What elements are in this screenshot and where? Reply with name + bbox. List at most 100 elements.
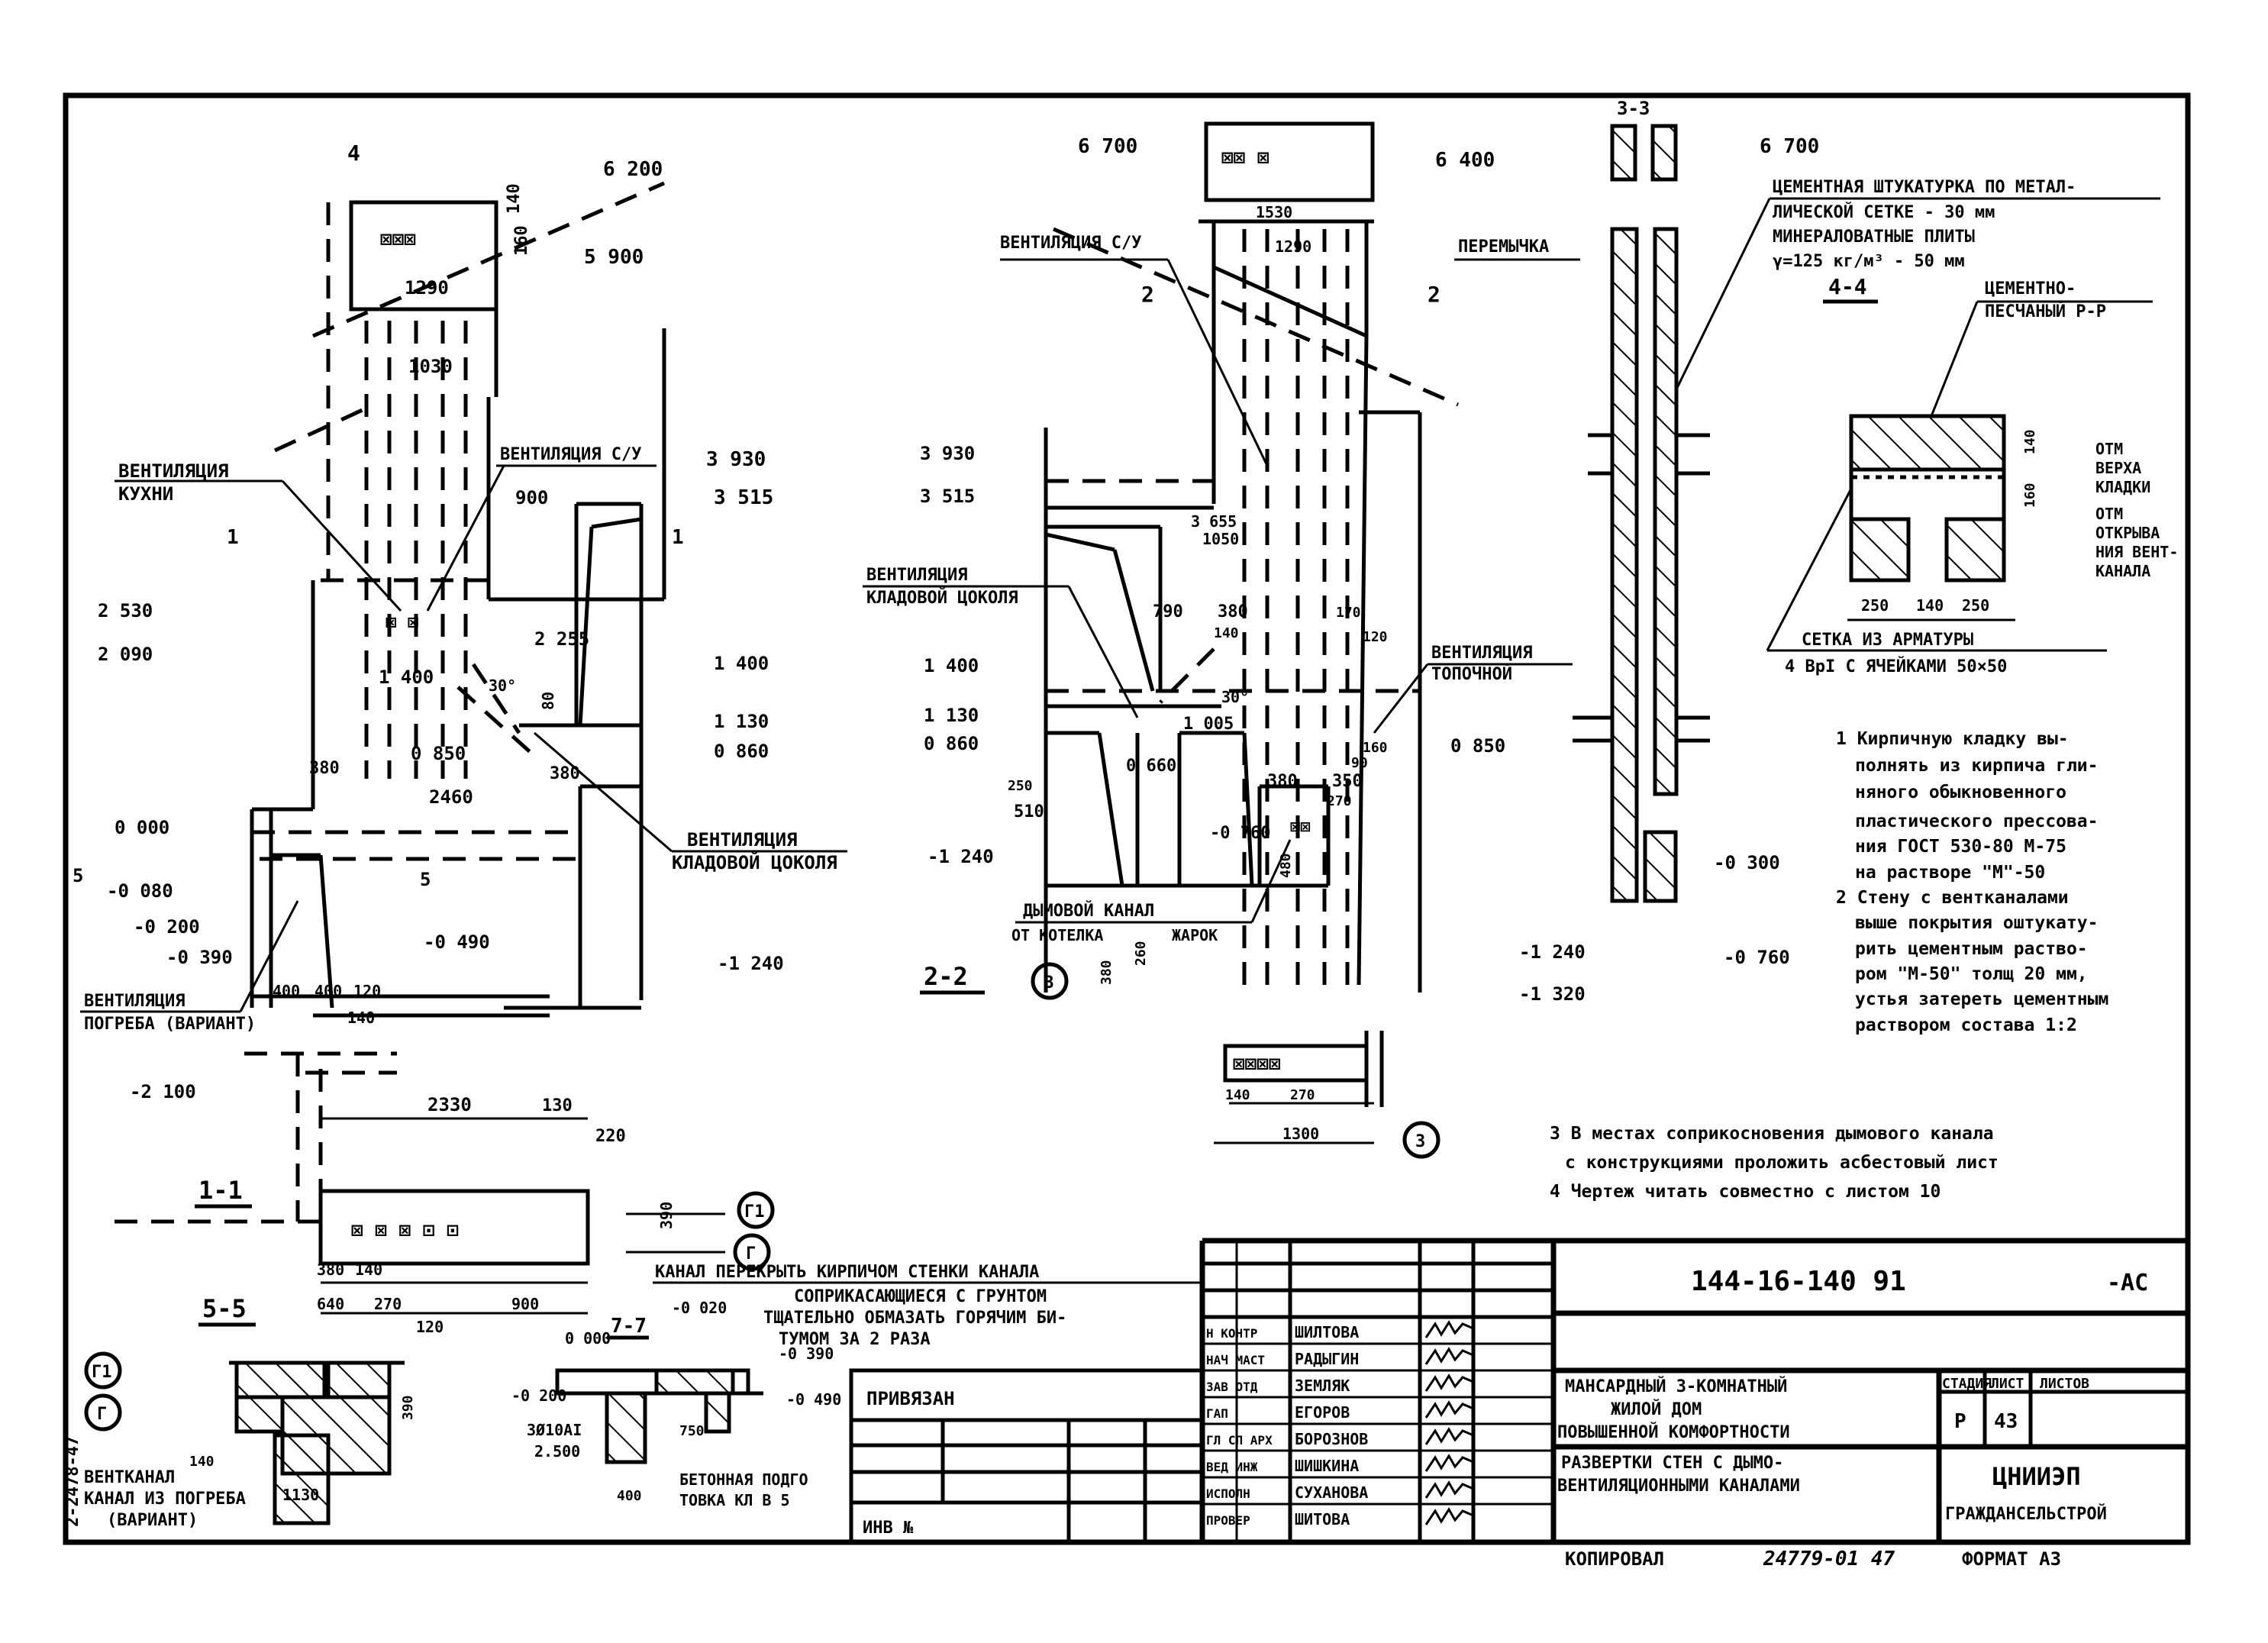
elev-m2100: -2 100 [130, 1081, 196, 1102]
signature-name: ЗЕМЛЯК [1295, 1377, 1350, 1395]
svg-text:380: 380 [1099, 960, 1115, 985]
svg-text:140: 140 [1916, 596, 1944, 615]
note-line: няного обыкновенного [1855, 783, 2066, 802]
section-label-5-5: 5-5 [202, 1294, 247, 1323]
svg-text:160: 160 [2022, 483, 2038, 508]
elev-1130: 1 130 [714, 711, 769, 732]
svg-text:250: 250 [1008, 778, 1033, 794]
axis-3 [1402, 1121, 1440, 1159]
note-line: раствором состава 1:2 [1855, 1015, 2077, 1035]
dim-2330: 2330 [427, 1094, 472, 1115]
section-4-4 [1849, 414, 2006, 583]
svg-text:Г: Г [97, 1405, 107, 1424]
svg-text:⊠ ⊠ ⊠ ⊡ ⊡: ⊠ ⊠ ⊠ ⊡ ⊡ [351, 1219, 459, 1242]
svg-text:270: 270 [1290, 1087, 1315, 1103]
leader-vent-channel-3: (ВАРИАНТ) [107, 1511, 198, 1530]
mark-top-3: КЛАДКИ [2095, 478, 2150, 496]
svg-text:Г: Г [746, 1244, 756, 1264]
svg-text:380: 380 [317, 1260, 344, 1279]
svg-text:120: 120 [416, 1318, 444, 1336]
note-line: полнять из кирпича гли- [1855, 756, 2099, 776]
leader-cement-sand-2: ПЕСЧАНЫЙ Р-Р [1985, 302, 2106, 321]
elev-0850: 0 850 [411, 743, 466, 764]
dim-350: 350 [1332, 772, 1363, 791]
svg-text:480: 480 [1278, 853, 1294, 878]
axis-g [733, 1233, 771, 1271]
leader-mesh-1: СЕТКА ИЗ АРМАТУРЫ [1802, 631, 1973, 650]
note-line: устья затереть цементным [1855, 989, 2108, 1009]
svg-text:-0 490: -0 490 [786, 1390, 841, 1409]
leader-smoke-2: ОТ КОТЕЛКА [1011, 926, 1103, 944]
elev-3515: 3 515 [714, 486, 773, 509]
signature-name: ШИТОВА [1295, 1510, 1350, 1528]
signature-scribble [1424, 1507, 1474, 1525]
signature-scribble [1424, 1320, 1474, 1338]
svg-text:390: 390 [657, 1202, 676, 1229]
svg-text:140: 140 [189, 1454, 215, 1470]
svg-text:30°: 30° [1221, 688, 1249, 706]
elev-mid-3515: 3 515 [920, 486, 975, 507]
svg-text:120: 120 [353, 982, 381, 1000]
elev-1400-a: 1 400 [379, 667, 434, 688]
svg-text:130: 130 [542, 1096, 573, 1115]
leader-cement-sand-1: ЦЕМЕНТНО- [1985, 279, 2076, 299]
bound-label: ПРИВЯЗАН [866, 1388, 955, 1409]
elev-right-m0760: -0 760 [1724, 947, 1790, 968]
project-title-2: ЖИЛОЙ ДОМ [1611, 1399, 1702, 1419]
svg-text:-0 020: -0 020 [672, 1299, 727, 1317]
project-title-1: МАНСАРДНЫЙ 3-КОМНАТНЫЙ [1565, 1377, 1787, 1396]
signature-name: БОРОЗНОВ [1295, 1430, 1368, 1448]
svg-text:380: 380 [1267, 772, 1298, 791]
svg-text:-0 200: -0 200 [511, 1386, 566, 1405]
left-elevation: ⊠⊠⊠ ⊠ ⊠ [115, 181, 666, 1224]
note-line: с конструкциями проложить асбестовый лис… [1565, 1153, 1999, 1173]
leader-plaster-3: МИНЕРАЛОВАТНЫЕ ПЛИТЫ [1773, 228, 1975, 247]
axis-g1 [737, 1191, 775, 1229]
signature-role: НАЧ МАСТ [1206, 1353, 1265, 1367]
signature-scribble [1424, 1454, 1474, 1472]
note-line: выше покрытия оштукату- [1855, 913, 2099, 933]
svg-text:1130: 1130 [282, 1486, 319, 1504]
svg-text:1: 1 [672, 526, 684, 549]
signature-role: ГЛ СП АРХ [1206, 1433, 1273, 1448]
svg-text:⊠⊠⊠: ⊠⊠⊠ [380, 228, 416, 251]
svg-text:2: 2 [1141, 282, 1154, 307]
elev-right-6700: 6 700 [1760, 135, 1819, 158]
org-name-1: ЦНИИЭП [1992, 1462, 2081, 1491]
elev-right-m1320: -1 320 [1519, 983, 1586, 1005]
dim-1300: 1300 [1282, 1125, 1319, 1143]
svg-text:Г1: Г1 [744, 1202, 765, 1222]
elev-mid-1400: 1 400 [924, 655, 979, 676]
leader-vent-kitchen-1: ВЕНТИЛЯЦИЯ [118, 460, 229, 482]
svg-text:380: 380 [309, 759, 340, 778]
svg-text:0 000: 0 000 [565, 1329, 611, 1348]
mark-open-3: НИЯ ВЕНТ- [2095, 543, 2178, 561]
signature-name: ШИШКИНА [1295, 1457, 1359, 1475]
elev-mid-m1240: -1 240 [928, 846, 994, 867]
svg-text:900: 900 [511, 1295, 539, 1313]
svg-text:В: В [1044, 973, 1053, 993]
mark-top-1: ОТМ [2095, 440, 2123, 458]
svg-text:140: 140 [347, 1009, 375, 1027]
leader-concrete-2: ТОВКА КЛ В 5 [679, 1491, 790, 1509]
note-line: на растворе "М"-50 [1855, 863, 2045, 883]
elev-2255: 2 255 [534, 628, 589, 650]
section-label-4-4: 4-4 [1828, 274, 1867, 299]
svg-text:220: 220 [595, 1127, 626, 1146]
elev-0860: 0 860 [714, 741, 769, 762]
leader-vent-storage-mid-1: ВЕНТИЛЯЦИЯ [866, 566, 967, 585]
dim-790: 790 [1153, 602, 1183, 621]
signature-role: ПРОВЕР [1206, 1513, 1250, 1528]
svg-text:140: 140 [1225, 1087, 1250, 1103]
section-label-1-1: 1-1 [198, 1176, 243, 1205]
elev-m0200: -0 200 [134, 916, 200, 938]
leader-channel-cover-1: КАНАЛ ПЕРЕКРЫТЬ КИРПИЧОМ СТЕНКИ КАНАЛА [655, 1263, 1039, 1282]
axis-g-55 [84, 1393, 122, 1432]
svg-text:-0 390: -0 390 [779, 1344, 834, 1363]
doc-code: 144-16-140 91 [1691, 1266, 1906, 1297]
org-name-2: ГРАЖДАНСЕЛЬСТРОЙ [1945, 1504, 2107, 1524]
doc-suffix: -АС [2107, 1270, 2148, 1296]
leader-vent-wc-left: ВЕНТИЛЯЦИЯ С/У [500, 445, 641, 464]
